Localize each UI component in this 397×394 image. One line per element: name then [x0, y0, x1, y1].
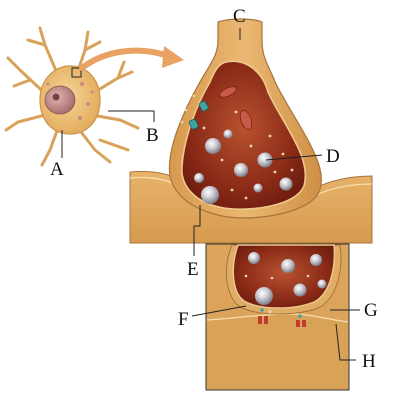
- inset-panel: [206, 244, 349, 390]
- nucleolus: [53, 94, 60, 101]
- label-f: F: [178, 309, 189, 330]
- label-c: C: [233, 6, 246, 27]
- nucleus: [45, 86, 75, 114]
- label-g: G: [364, 300, 378, 321]
- label-e: E: [187, 259, 199, 280]
- label-d: D: [326, 146, 340, 167]
- label-h: H: [362, 351, 376, 372]
- neuron-illustration: [6, 28, 138, 165]
- docked-vesicle: [201, 186, 219, 204]
- inset-postsynaptic: [207, 314, 348, 389]
- zoom-arrow: [82, 46, 184, 68]
- label-b: B: [146, 125, 159, 146]
- label-a: A: [50, 159, 64, 180]
- fusing-vesicle: [255, 287, 273, 305]
